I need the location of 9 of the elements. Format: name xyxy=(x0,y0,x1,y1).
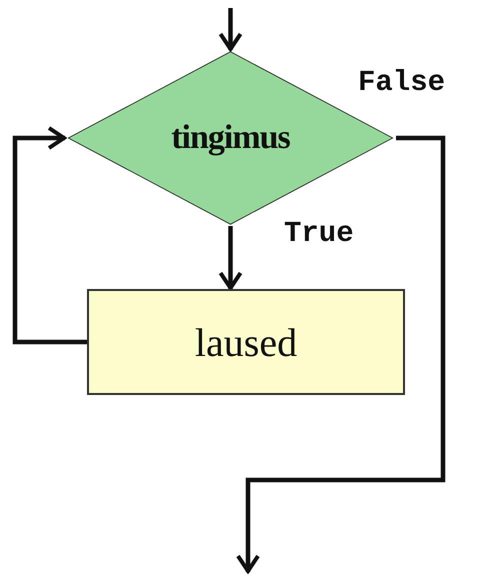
process-box xyxy=(87,289,405,395)
node-text: laused xyxy=(194,318,298,366)
arrow xyxy=(12,126,87,344)
edge-label: False xyxy=(358,66,446,99)
node-text: tingimus xyxy=(171,119,290,157)
arrow xyxy=(218,226,242,290)
arrow xyxy=(236,136,446,573)
edge-label: True xyxy=(284,217,354,250)
arrow xyxy=(218,8,242,51)
